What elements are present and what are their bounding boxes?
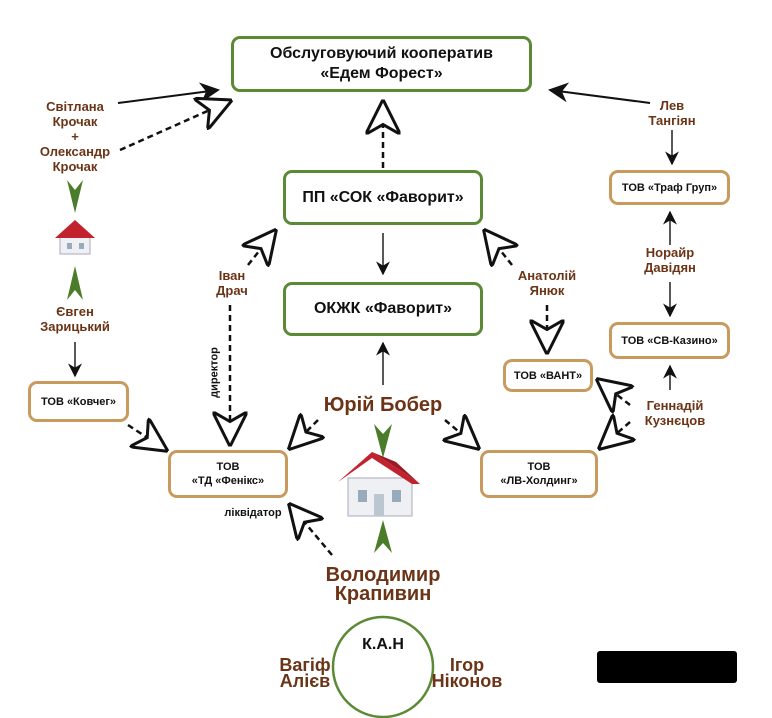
arrow-krochak-eden (117, 82, 220, 104)
node-sok-favorit: ПП «СОК «Фаворит» (283, 170, 483, 225)
green-arrow-krochak-house (67, 180, 83, 213)
house-icon-small (55, 220, 95, 255)
node-lv-holding: ТОВ«ЛВ-Холдинг» (480, 450, 598, 498)
green-arrow-yevgen-house (67, 266, 83, 300)
redaction-block (597, 651, 737, 683)
node-okzhk-favorit: ОКЖК «Фаворит» (283, 282, 483, 336)
dashed-bober-fenix (290, 420, 318, 448)
house-icon-large (338, 452, 420, 517)
node-td-fenix: ТОВ«ТД «Фенікс» (168, 450, 288, 498)
node-kovcheg: ТОВ «Ковчег» (28, 381, 129, 422)
node-vant: ТОВ «ВАНТ» (503, 359, 593, 392)
dashed-ivan-sok (248, 231, 275, 265)
dashed-krochak-eden (119, 101, 230, 152)
green-arrow-bober-house (374, 424, 392, 458)
dashed-bober-lv (445, 420, 478, 448)
role-liquidator: ліквідатор (224, 507, 282, 519)
dashed-kovcheg-fenix (127, 425, 166, 450)
dashed-gennadiy-vant (598, 380, 630, 405)
node-kan: К.А.Н (362, 636, 404, 653)
dashed-krapivin-fenix (290, 505, 333, 556)
dashed-gennadiy-lv (600, 422, 630, 448)
node-traf-grup: ТОВ «Траф Груп» (609, 170, 730, 205)
dashed-anatoliy-sok (485, 231, 512, 265)
arrow-lev-eden (548, 82, 651, 104)
node-sv-kazyno: ТОВ «СВ-Казино» (609, 322, 730, 359)
green-arrow-krapivin-house (374, 520, 392, 553)
person-yuriy-bober: Юрій Бобер (323, 394, 443, 416)
kan-circle (331, 615, 435, 718)
role-director: директор (208, 347, 221, 398)
node-eden-forest: Обслуговуючий кооператив «Едем Форест» (231, 36, 532, 92)
